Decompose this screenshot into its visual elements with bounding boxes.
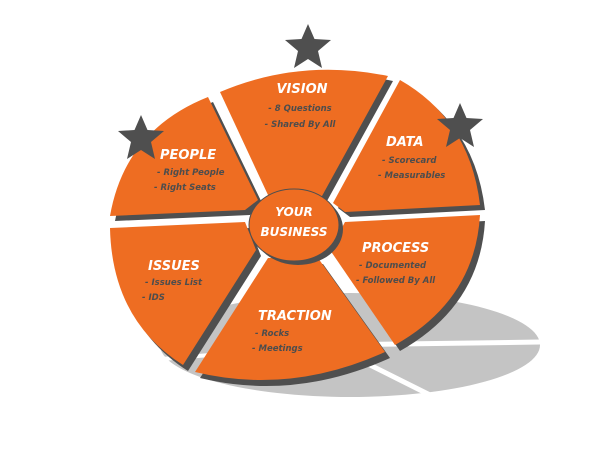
segment-item: - Right Seats: [154, 183, 216, 193]
segment-item: - IDS: [142, 293, 165, 303]
segment-vision: [220, 69, 388, 196]
segment-item: - Measurables: [378, 171, 445, 181]
center-line-1: YOUR: [275, 205, 312, 219]
star-icon: [118, 115, 164, 159]
label-vision: VISION - 8 Questions - Shared By All: [265, 82, 337, 130]
segment-process: [330, 215, 480, 345]
segment-item: - Rocks: [255, 329, 289, 339]
segment-title: ISSUES: [148, 259, 200, 274]
segment-item: - Scorecard: [382, 156, 437, 166]
segment-item: - Followed By All: [356, 276, 436, 286]
segment-title: PROCESS: [362, 241, 429, 256]
label-data: DATA - Scorecard - Measurables: [378, 135, 445, 181]
segment-data: [333, 80, 480, 212]
segment-people: [110, 97, 258, 216]
segment-item: - Meetings: [252, 344, 303, 354]
center-hub: YOUR BUSINESS: [248, 188, 343, 265]
segment-title: DATA: [386, 135, 424, 150]
segment-title: VISION: [276, 82, 327, 97]
segment-item: - Right People: [157, 168, 225, 178]
segment-traction: [195, 258, 385, 381]
segment-item: - Documented: [359, 261, 427, 271]
label-traction: TRACTION - Rocks - Meetings: [252, 309, 332, 354]
segment-title: TRACTION: [258, 309, 332, 324]
segment-title: PEOPLE: [160, 148, 216, 163]
segment-item: - Shared By All: [265, 120, 337, 130]
star-icon: [437, 103, 483, 147]
segment-item: - 8 Questions: [268, 104, 331, 114]
segment-item: - Issues List: [145, 278, 203, 288]
label-issues: ISSUES - Issues List - IDS: [142, 259, 203, 303]
label-process: PROCESS - Documented - Followed By All: [356, 241, 436, 286]
label-people: PEOPLE - Right People - Right Seats: [154, 148, 225, 193]
center-line-2: BUSINESS: [260, 225, 327, 239]
segment-issues: [110, 222, 256, 365]
star-icon: [285, 24, 331, 68]
